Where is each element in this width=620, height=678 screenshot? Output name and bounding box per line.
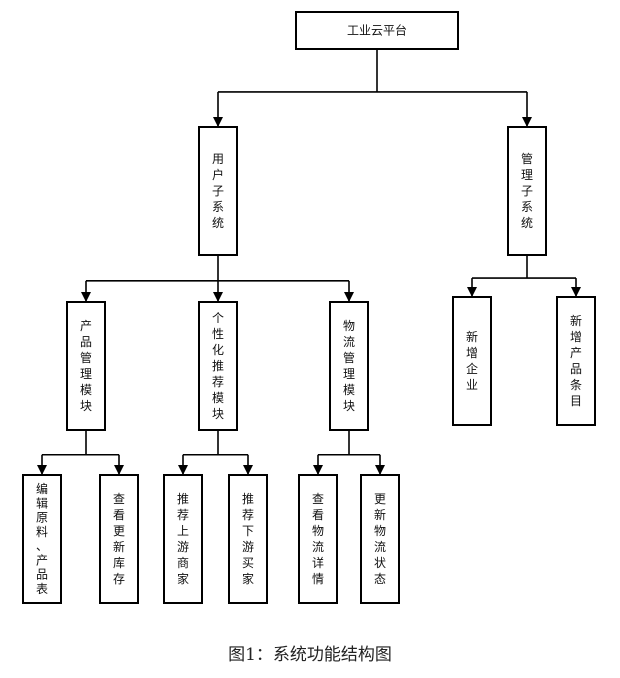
figure-caption: 图1：系统功能结构图 — [228, 645, 392, 665]
node-admin: 管理子系统 — [507, 126, 547, 256]
node-box — [163, 474, 203, 604]
node-box — [66, 301, 106, 431]
node-label: 管理子系统 — [521, 151, 533, 230]
node-label: 查看物流详情 — [312, 492, 324, 586]
node-root: 工业云平台 — [295, 11, 459, 50]
node-label: 更新物流状态 — [374, 492, 386, 586]
connector-admin — [467, 255, 581, 297]
connector-logistics — [313, 430, 385, 475]
node-add-company: 新增企业 — [452, 296, 492, 426]
node-box — [329, 301, 369, 431]
node-box — [22, 474, 62, 604]
connector-product — [37, 430, 124, 475]
node-update-logistics: 更新物流状态 — [360, 474, 400, 604]
node-box — [452, 296, 492, 426]
node-box — [295, 11, 459, 50]
node-view-logistics: 查看物流详情 — [298, 474, 338, 604]
node-label: 物流管理模块 — [343, 319, 355, 413]
node-label: 用户子系统 — [212, 152, 224, 230]
node-box — [99, 474, 139, 604]
edges-layer — [37, 49, 581, 475]
node-rec-upstream: 推荐上游商家 — [163, 474, 203, 604]
connector-recommend — [178, 430, 253, 475]
node-add-product: 新增产品条目 — [556, 296, 596, 426]
node-box — [228, 474, 268, 604]
connector-root — [213, 49, 532, 127]
node-box — [298, 474, 338, 604]
node-label: 编辑原料、产品表 — [36, 481, 48, 596]
node-label: 产品管理模块 — [80, 319, 92, 413]
node-box — [556, 296, 596, 426]
node-box — [360, 474, 400, 604]
node-box — [507, 126, 547, 256]
node-recommend: 个性化推荐模块 — [198, 301, 238, 431]
node-label: 工业云平台 — [347, 23, 407, 38]
node-user: 用户子系统 — [198, 126, 238, 256]
node-label: 新增产品条目 — [570, 313, 582, 408]
node-edit-tables: 编辑原料、产品表 — [22, 474, 62, 604]
node-box — [198, 126, 238, 256]
node-rec-downstream: 推荐下游买家 — [228, 474, 268, 604]
node-logistics: 物流管理模块 — [329, 301, 369, 431]
node-label: 推荐上游商家 — [177, 492, 189, 586]
node-label: 查看更新库存 — [113, 492, 125, 586]
connector-user — [81, 255, 354, 302]
node-label: 推荐下游买家 — [242, 492, 254, 586]
node-view-stock: 查看更新库存 — [99, 474, 139, 604]
node-product: 产品管理模块 — [66, 301, 106, 431]
node-label: 新增企业 — [466, 329, 478, 392]
node-label: 个性化推荐模块 — [212, 311, 224, 421]
node-box — [198, 301, 238, 431]
